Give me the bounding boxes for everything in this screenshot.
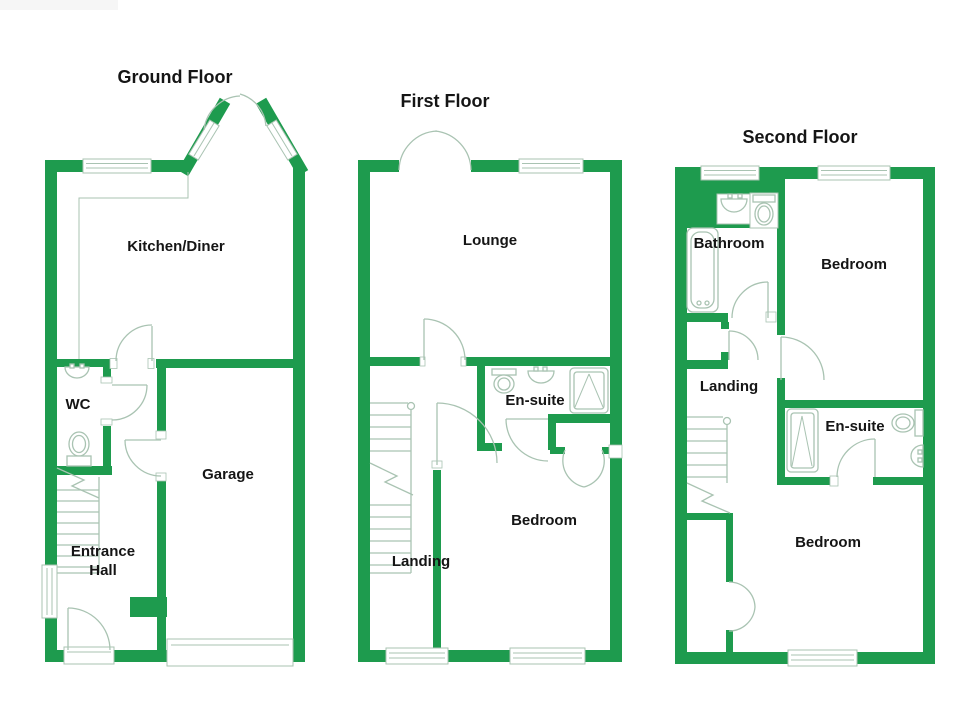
room-label-wc: WC xyxy=(66,396,91,413)
second-floor-title: Second Floor xyxy=(742,127,857,147)
wc-sink-fixture xyxy=(64,363,90,379)
second-floor-plan: Second Floor xyxy=(675,127,935,667)
ground-floor-title: Ground Floor xyxy=(118,67,233,87)
room-label-lounge: Lounge xyxy=(463,232,517,249)
first-floor-plan: First Floor xyxy=(358,91,623,665)
lounge-window xyxy=(518,158,584,174)
wc-door xyxy=(111,384,148,421)
first-floor-title: First Floor xyxy=(401,91,490,111)
bay-window-right xyxy=(266,119,298,161)
bathroom-window xyxy=(700,165,760,181)
ensuite-shower-fixture xyxy=(569,367,609,414)
understairs-cupboard-doors xyxy=(728,581,756,632)
room-label-landing-sf: Landing xyxy=(700,378,758,395)
room-label-ensuite-sf: En-suite xyxy=(825,418,884,435)
lounge-door xyxy=(423,318,466,361)
bedroom-window xyxy=(509,647,586,665)
ensuite-shower-fixture-sf xyxy=(786,408,819,473)
room-label-bedroom-front: Bedroom xyxy=(821,256,887,273)
room-label-kitchen-diner: Kitchen/Diner xyxy=(127,238,225,255)
watermark-smudge xyxy=(0,0,118,10)
room-label-landing-ff: Landing xyxy=(392,553,450,570)
kitchen-open-plan-boundary xyxy=(78,172,189,359)
room-label-garage: Garage xyxy=(202,466,254,483)
lounge-french-doors xyxy=(398,130,472,171)
room-label-bedroom-ff: Bedroom xyxy=(511,512,577,529)
bathroom-toilet-fixture xyxy=(752,194,776,226)
hall-side-window xyxy=(41,564,58,619)
first-floor-staircase xyxy=(369,401,416,574)
kitchen-window xyxy=(82,158,152,174)
ensuite-door-sf xyxy=(836,438,876,478)
front-door-threshold xyxy=(63,646,115,665)
bedroom-door xyxy=(436,402,498,465)
garage-door xyxy=(124,439,162,477)
second-floor-staircase xyxy=(686,416,732,514)
ground-floor-plan: Ground Floor xyxy=(41,67,309,667)
ensuite-toilet-fixture-sf xyxy=(891,409,924,437)
bedroom-back-window xyxy=(787,649,858,667)
wardrobe-wall-notch xyxy=(608,444,623,459)
bathroom-sink-fixture xyxy=(720,193,748,213)
ensuite-door xyxy=(505,418,549,462)
bedroom-front-window xyxy=(817,165,891,181)
ensuite-sink-fixture xyxy=(527,366,555,384)
room-label-bedroom-back: Bedroom xyxy=(795,534,861,551)
front-door xyxy=(67,607,111,651)
ground-floor-staircase xyxy=(56,467,100,574)
landing-window xyxy=(385,647,449,665)
bay-window-left xyxy=(188,119,220,161)
bedroom-front-door xyxy=(780,336,825,381)
wc-toilet-fixture xyxy=(66,431,92,467)
ensuite-sink-fixture-sf xyxy=(910,444,924,468)
garage-vehicle-door xyxy=(166,638,294,667)
ground-floor-walls xyxy=(45,97,309,662)
ensuite-toilet-fixture xyxy=(491,368,517,394)
room-label-entrance: Entrance xyxy=(71,543,135,560)
bathroom-door xyxy=(731,281,769,319)
room-label-bathroom: Bathroom xyxy=(694,235,765,252)
room-label-ensuite-ff: En-suite xyxy=(505,392,564,409)
bay-french-doors xyxy=(203,93,267,131)
bathtub-fixture xyxy=(686,227,719,313)
room-label-hall: Hall xyxy=(89,562,117,579)
airing-cupboard-door xyxy=(728,330,759,361)
hall-step-wall xyxy=(130,597,167,617)
kitchen-hall-door xyxy=(115,324,153,362)
wardrobe-double-doors xyxy=(562,449,605,488)
